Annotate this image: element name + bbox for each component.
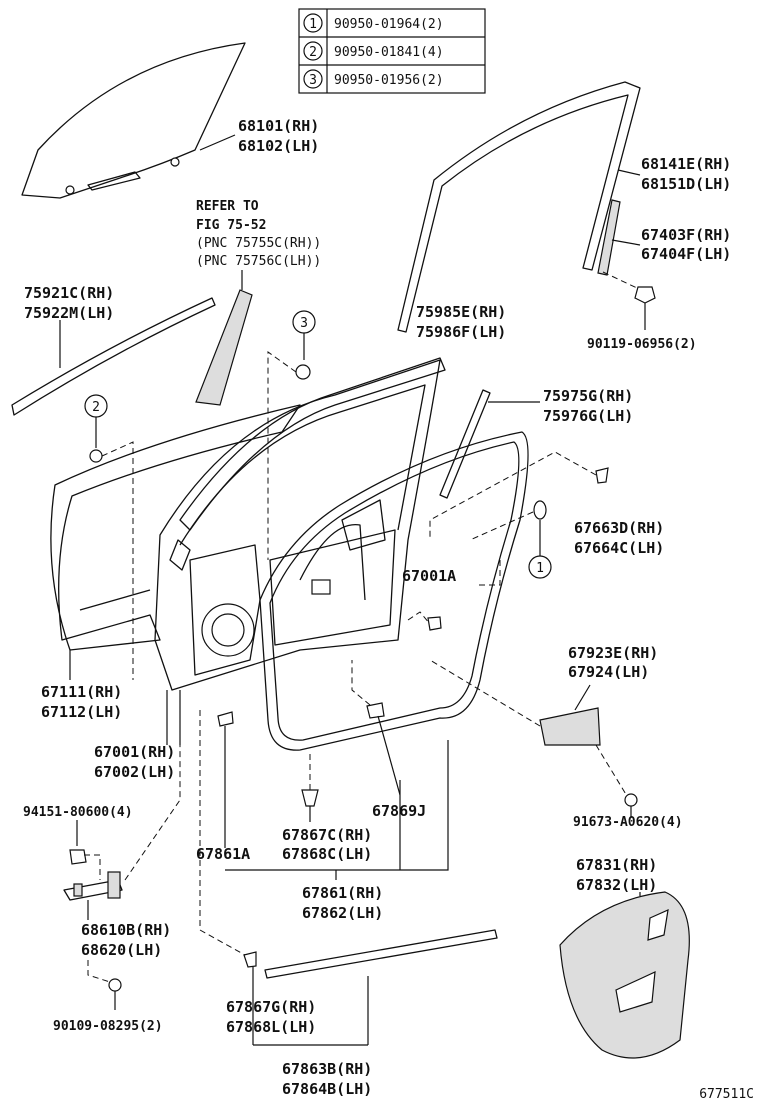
label-ws-clip-g-rh: 67867G(RH) — [226, 998, 316, 1016]
inner-belt-drawing — [439, 389, 491, 499]
callout-1-icon — [528, 555, 552, 579]
ws-clip-j-icon — [366, 702, 385, 719]
label-door-rh: 67001(RH) — [94, 743, 175, 761]
ws-retainer-c-icon — [301, 789, 319, 807]
stop-screw-icon — [624, 793, 638, 807]
label-check-rh: 68610B(RH) — [81, 921, 171, 939]
label-pnc-rh: (PNC 75755C(RH)) — [196, 236, 321, 251]
svg-text:1: 1 — [536, 561, 544, 576]
grommet-3-icon — [295, 364, 311, 380]
label-ws-lower-rh: 67863B(RH) — [282, 1060, 372, 1078]
label-clip-rh: 67663D(RH) — [574, 519, 664, 537]
callout-circle-2 — [303, 41, 323, 61]
label-ws-lh: 67862(LH) — [302, 904, 383, 922]
label-div-lh: 67404F(LH) — [641, 245, 731, 263]
label-run-rh: 68141E(RH) — [641, 155, 731, 173]
label-stop-screw: 91673-A0620(4) — [573, 815, 683, 830]
service-cover-drawing — [559, 891, 690, 1059]
label-ws-a: 67861A — [196, 845, 250, 863]
label-check-lh: 68620(LH) — [81, 941, 162, 959]
label-glass-rh: 68101(RH) — [238, 117, 319, 135]
label-div-rh: 67403F(RH) — [641, 226, 731, 244]
label-stop-rh: 67923E(RH) — [568, 644, 658, 662]
label-belt-out-rh: 75921C(RH) — [24, 284, 114, 302]
label-door-assy: 67001A — [402, 567, 456, 585]
door-check-drawing — [63, 871, 123, 901]
label-frame-mold-rh: 75985E(RH) — [416, 303, 506, 321]
door-shell-drawing — [154, 359, 441, 691]
label-door-lh: 67002(LH) — [94, 763, 175, 781]
label-fig: FIG 75-52 — [196, 218, 266, 233]
label-belt-in-rh: 75975G(RH) — [543, 387, 633, 405]
legend-part-1: 90950-01964(2) — [334, 17, 444, 32]
pillar-garnish-drawing — [195, 289, 253, 406]
clip-drawing — [595, 467, 609, 484]
division-bolt-icon — [634, 286, 656, 304]
grommet-1-icon — [533, 500, 547, 520]
door-assy-plug-icon — [427, 616, 442, 631]
label-ws-clip-g-lh: 67868L(LH) — [226, 1018, 316, 1036]
door-weatherstrip-drawing — [259, 431, 529, 751]
door-outer-panel-drawing — [50, 404, 301, 651]
ws-clip-a-icon — [217, 711, 234, 727]
label-cover-rh: 67831(RH) — [576, 856, 657, 874]
division-bar-drawing — [597, 199, 621, 276]
outer-belt-moulding-drawing — [11, 297, 216, 416]
legend-part-3: 90950-01956(2) — [334, 73, 444, 88]
label-ws-clip: 67869J — [372, 802, 426, 820]
label-bolt-hinge: 94151-80600(4) — [23, 805, 133, 820]
svg-text:2: 2 — [92, 400, 100, 415]
legend-num-1: 1 — [309, 17, 317, 32]
label-clip-lh: 67664C(LH) — [574, 539, 664, 557]
callout-circle-1 — [303, 13, 323, 33]
label-refer-to: REFER TO — [196, 199, 259, 214]
legend-num-2: 2 — [309, 45, 317, 60]
door-stop-drawing — [539, 707, 601, 746]
door-glass-drawing — [21, 42, 246, 199]
label-frame-mold-lh: 75986F(LH) — [416, 323, 506, 341]
legend-part-2: 90950-01841(4) — [334, 45, 444, 60]
label-ws-clip-c-rh: 67867C(RH) — [282, 826, 372, 844]
check-bolt-icon — [108, 978, 122, 992]
label-belt-out-lh: 75922M(LH) — [24, 304, 114, 322]
label-ws-lower-lh: 67864B(LH) — [282, 1080, 372, 1098]
legend-table: 1 2 3 90950-01964(2) 90950-01841(4) 9095… — [298, 8, 486, 94]
label-glass-lh: 68102(LH) — [238, 137, 319, 155]
legend-num-3: 3 — [309, 73, 317, 88]
label-run-lh: 68151D(LH) — [641, 175, 731, 193]
label-cover-lh: 67832(LH) — [576, 876, 657, 894]
label-stop-lh: 67924(LH) — [568, 663, 649, 681]
lower-weatherstrip-drawing — [264, 929, 498, 979]
grommet-2-icon — [89, 449, 103, 463]
label-ws-clip-c-lh: 67868C(LH) — [282, 845, 372, 863]
ws-clip-g-icon — [243, 951, 257, 968]
label-ws-rh: 67861(RH) — [302, 884, 383, 902]
label-bolt-check: 90109-08295(2) — [53, 1019, 163, 1034]
glass-run-drawing — [397, 81, 641, 333]
label-outer-lh: 67112(LH) — [41, 703, 122, 721]
label-pnc-lh: (PNC 75756C(LH)) — [196, 254, 321, 269]
hinge-bolt-icon — [69, 849, 87, 865]
label-belt-in-lh: 75976G(LH) — [543, 407, 633, 425]
label-outer-rh: 67111(RH) — [41, 683, 122, 701]
svg-text:3: 3 — [300, 316, 308, 331]
figure-code: 677511C — [699, 1087, 754, 1102]
label-bolt-div: 90119-06956(2) — [587, 337, 697, 352]
callout-circle-3 — [303, 69, 323, 89]
